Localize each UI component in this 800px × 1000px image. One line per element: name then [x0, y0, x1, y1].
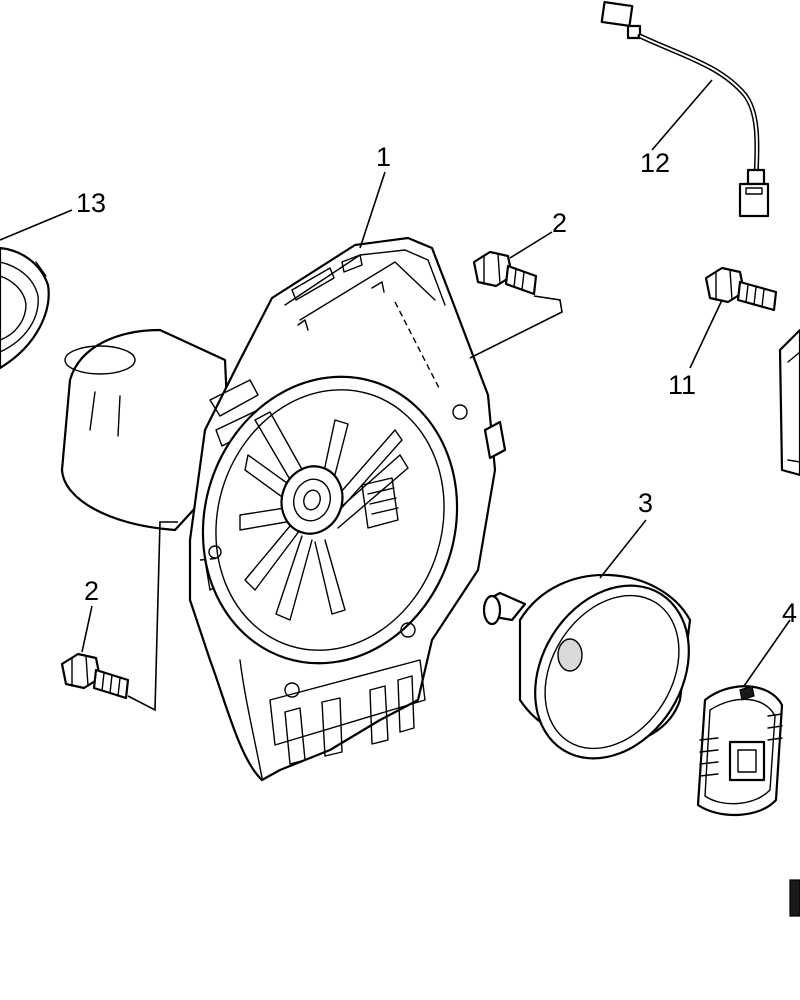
callout-4: 4	[782, 598, 797, 628]
callout-11: 11	[668, 370, 696, 400]
part-4-clutch	[696, 685, 784, 817]
part-3-fan	[482, 573, 692, 760]
part-13-cover	[0, 246, 50, 370]
callout-2-upper: 2	[552, 208, 567, 238]
part-11-screw	[704, 266, 778, 312]
callout-labels: 1 13 12 2 11 3 4 2	[76, 142, 797, 628]
part-1-housing	[60, 236, 507, 782]
callout-3: 3	[638, 488, 653, 518]
leader-lines	[0, 79, 791, 712]
callout-2-lower: 2	[84, 576, 99, 606]
callout-1: 1	[376, 142, 391, 172]
part-right-module	[778, 328, 800, 917]
part-2-screw-lower	[60, 652, 130, 700]
housing-spokes	[239, 411, 409, 621]
part-12-wire-lead	[600, 1, 770, 218]
callout-13: 13	[76, 188, 106, 218]
callout-12: 12	[640, 148, 670, 178]
part-2-screw-upper	[472, 250, 538, 296]
